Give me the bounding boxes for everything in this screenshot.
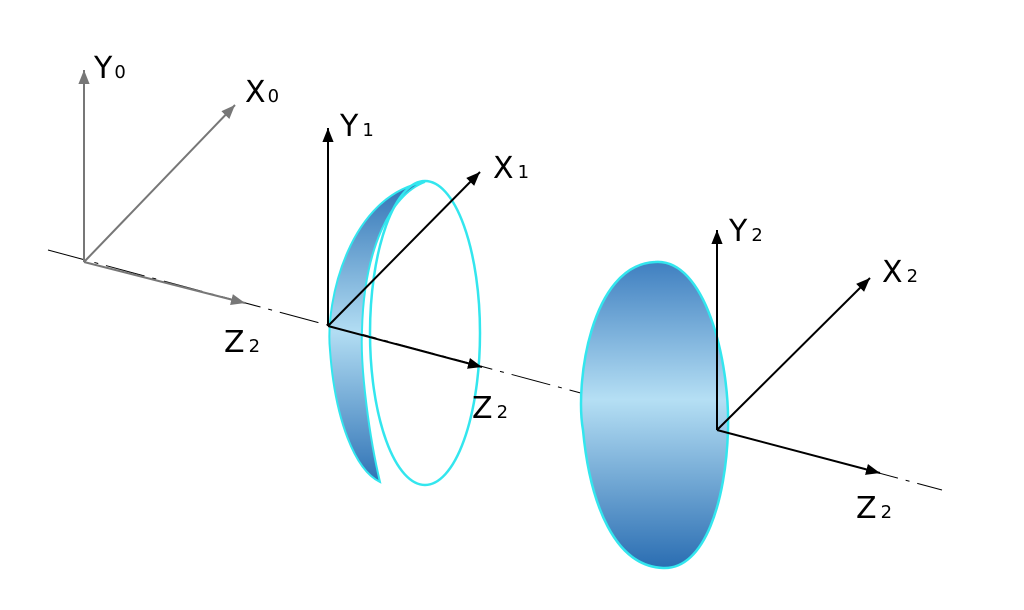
lens-2	[579, 260, 730, 570]
frame0-z-axis	[83, 261, 246, 305]
frame2-axes	[711, 230, 881, 475]
frame2-x-axis	[716, 277, 871, 431]
frame0-x-axis	[83, 104, 236, 263]
frame0-axes	[78, 70, 246, 305]
frame2-z-axis	[716, 429, 881, 475]
frame1-z-axis	[327, 325, 483, 369]
frame1-x-axis	[327, 171, 481, 327]
frame1-axes	[322, 128, 483, 369]
lens-1	[328, 179, 482, 487]
